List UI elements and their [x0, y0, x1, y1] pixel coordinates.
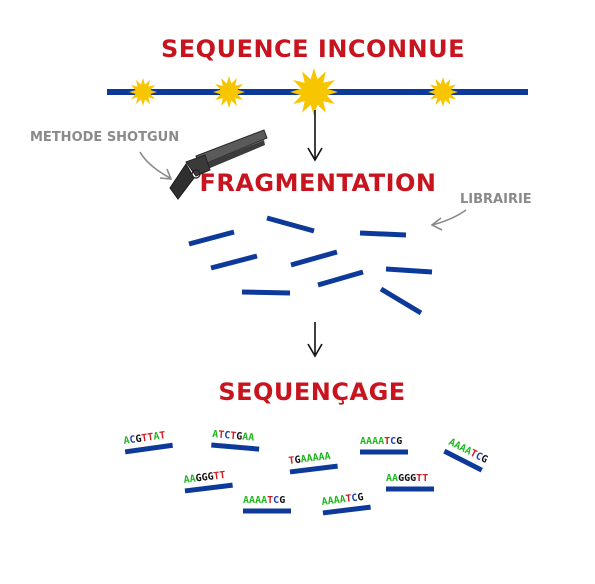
read: AAGGGTT — [386, 473, 434, 492]
title-sequencing: SEQUENÇAGE — [218, 378, 405, 406]
curved-arrow-icon — [139, 151, 173, 180]
read-fragment — [124, 442, 173, 455]
dna-fragment — [210, 253, 258, 271]
read-fragment — [184, 482, 233, 494]
read-sequence: AAAATCG — [360, 436, 402, 447]
title-fragmentation: FRAGMENTATION — [199, 169, 436, 197]
read: ACGTTAT — [123, 430, 173, 455]
read: ATCTGAA — [211, 429, 260, 452]
library-fragments — [188, 215, 433, 316]
star-icon — [129, 78, 157, 106]
read-sequence: AAAATCG — [321, 492, 364, 508]
read: AAAATCG — [243, 495, 291, 514]
read: AAAATCG — [443, 437, 490, 473]
dna-fragment — [241, 289, 291, 296]
read-sequence: AAAATCG — [447, 437, 490, 466]
star-icon — [213, 76, 245, 108]
dna-fragment — [266, 215, 315, 234]
read: AAGGGTT — [183, 470, 233, 494]
read-fragment — [322, 504, 371, 516]
read-sequence: TGAAAAA — [288, 451, 331, 467]
read: TGAAAAA — [288, 451, 338, 475]
read-sequence: ACGTTAT — [123, 430, 166, 447]
dna-fragment — [379, 286, 423, 316]
read-sequence: AAGGGTT — [386, 473, 428, 484]
read-sequence: ATCTGAA — [212, 429, 255, 444]
curved-arrow-icon — [430, 209, 467, 231]
dna-fragment — [385, 266, 433, 275]
title-unknown-sequence: SEQUENCE INCONNUE — [161, 35, 465, 63]
note-shotgun-method: METHODE SHOTGUN — [30, 130, 179, 145]
arrow-down-icon — [307, 110, 323, 162]
read-fragment — [443, 448, 483, 473]
read-fragment — [289, 463, 338, 475]
dna-fragment — [317, 269, 364, 288]
dna-fragment — [359, 230, 407, 238]
read-sequence: AAGGGTT — [183, 470, 226, 486]
dna-fragment — [290, 249, 338, 268]
read: AAAATCG — [360, 436, 408, 455]
arrow-down-icon — [307, 322, 323, 358]
stars-group — [129, 68, 458, 116]
star-icon — [290, 68, 338, 116]
read: AAAATCG — [321, 492, 371, 516]
dna-fragment — [188, 229, 235, 247]
shotgun-icon — [169, 129, 268, 200]
read-fragment — [211, 442, 260, 452]
star-icon — [428, 77, 458, 107]
read-sequence: AAAATCG — [243, 495, 285, 506]
note-library: LIBRAIRIE — [460, 192, 532, 207]
sequenced-reads: ACGTTAT ATCTGAA TGAAAAA AAAATCG AAAATCG AAGGG… — [123, 429, 490, 516]
